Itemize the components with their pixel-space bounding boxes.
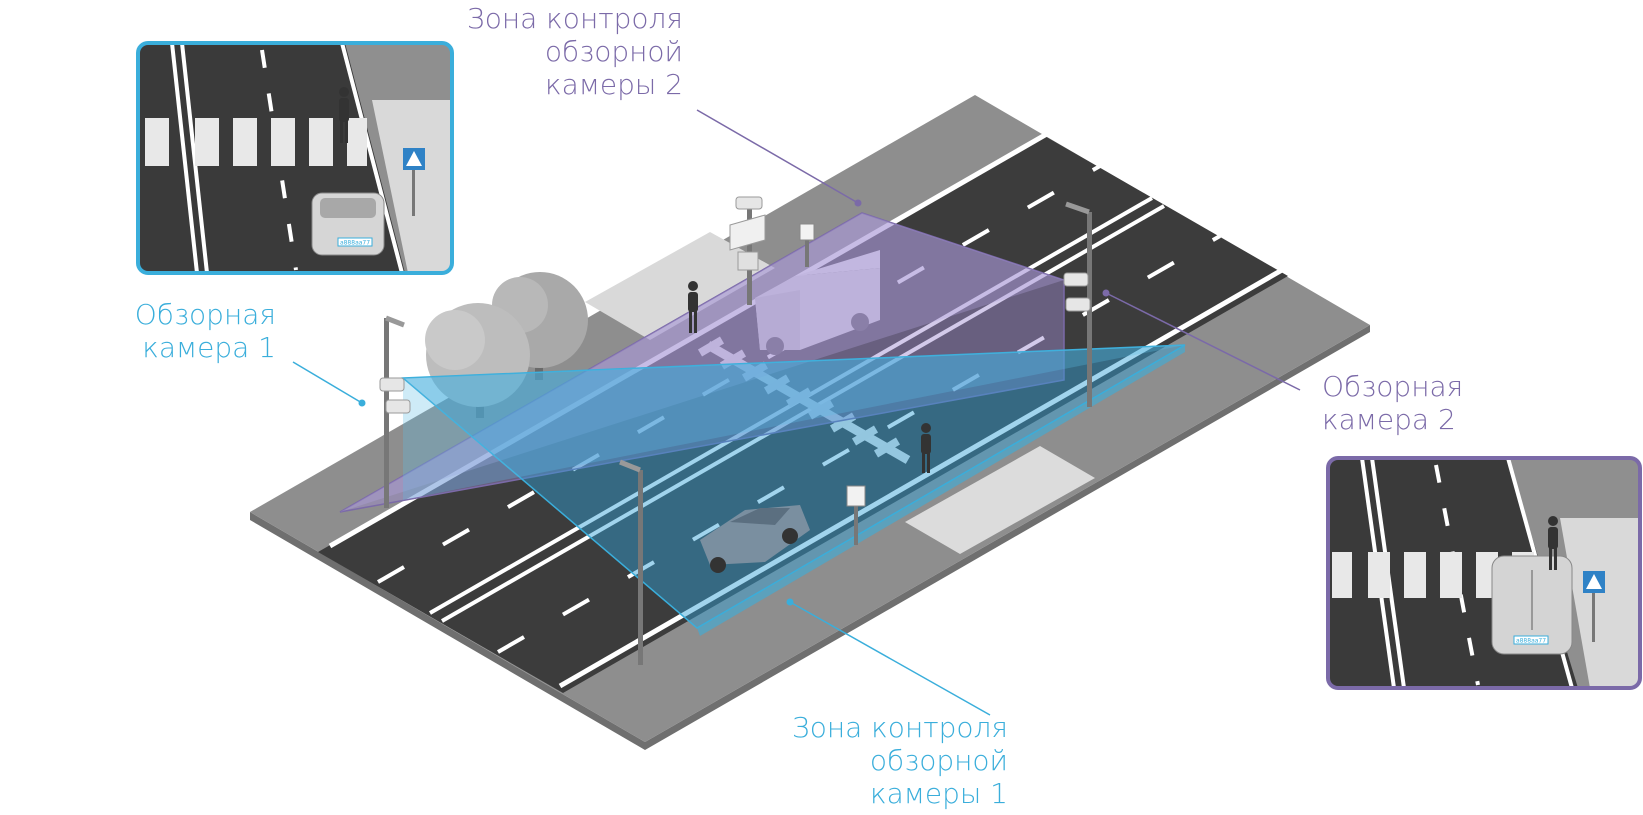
lane-dashes bbox=[377, 164, 1221, 654]
license-plate-inset1: a888aa77 bbox=[340, 240, 370, 247]
pedestrian-crossing-sign-icon bbox=[403, 148, 425, 216]
tree-icon bbox=[425, 272, 588, 418]
van-icon bbox=[755, 250, 880, 355]
solar-panel-icon bbox=[729, 196, 766, 305]
label-zone-camera-1-line3: камеры 1 bbox=[869, 777, 1008, 810]
label-camera-1-line1: Обзорная bbox=[134, 298, 276, 331]
pedestrian-crossing-sign-icon bbox=[1583, 571, 1605, 642]
leader-line-camera1 bbox=[292, 361, 366, 407]
label-camera-2-line1: Обзорная bbox=[1322, 370, 1464, 403]
leader-line-zone2 bbox=[696, 109, 862, 207]
street-lamp-icon bbox=[619, 459, 643, 665]
label-zone-camera-2: Зона контроля обзорной камеры 2 bbox=[440, 2, 683, 101]
leader-line-camera2 bbox=[1102, 289, 1301, 391]
camera-1-view-inset: a888aa77 bbox=[136, 41, 454, 275]
pedestrian-icon bbox=[921, 423, 931, 473]
sidewalk-light-patch-top bbox=[585, 232, 775, 340]
license-plate-inset2: a888aa77 bbox=[1516, 638, 1546, 645]
label-zone-camera-2-line1: Зона контроля bbox=[466, 2, 683, 35]
pedestrian-crossing-sign-icon bbox=[846, 485, 866, 545]
pedestrian-icon bbox=[688, 281, 698, 333]
label-camera-2-line2: камера 2 bbox=[1322, 403, 1456, 436]
label-camera-2: Обзорная камера 2 bbox=[1322, 370, 1463, 436]
pedestrian-icon bbox=[339, 87, 349, 143]
camera-2-view-inset: a888aa77 bbox=[1326, 456, 1642, 690]
sidewalk-light-patch-bottom bbox=[905, 446, 1095, 554]
car-icon: a888aa77 bbox=[311, 192, 385, 256]
street-lamp-icon bbox=[384, 315, 405, 508]
label-zone-camera-2-line2: обзорной bbox=[544, 35, 683, 68]
traffic-camera-icon bbox=[379, 377, 411, 414]
label-zone-camera-2-line3: камеры 2 bbox=[544, 68, 683, 101]
label-zone-camera-1-line1: Зона контроля bbox=[791, 711, 1008, 744]
label-camera-1: Обзорная камера 1 bbox=[100, 298, 276, 364]
label-zone-camera-1: Зона контроля обзорной камеры 1 bbox=[760, 711, 1008, 810]
label-zone-camera-1-line2: обзорной bbox=[869, 744, 1008, 777]
car-icon bbox=[700, 505, 810, 573]
pedestrian-crossing-sign-icon bbox=[799, 223, 815, 267]
traffic-camera-icon bbox=[1063, 272, 1091, 312]
pedestrian-icon bbox=[1548, 516, 1558, 570]
leader-line-zone1 bbox=[786, 598, 991, 716]
crosswalk-stripes bbox=[697, 336, 901, 458]
van-icon: a888aa77 bbox=[1491, 555, 1573, 655]
zone-camera-1 bbox=[401, 344, 1186, 636]
label-camera-1-line2: камера 1 bbox=[142, 331, 276, 364]
